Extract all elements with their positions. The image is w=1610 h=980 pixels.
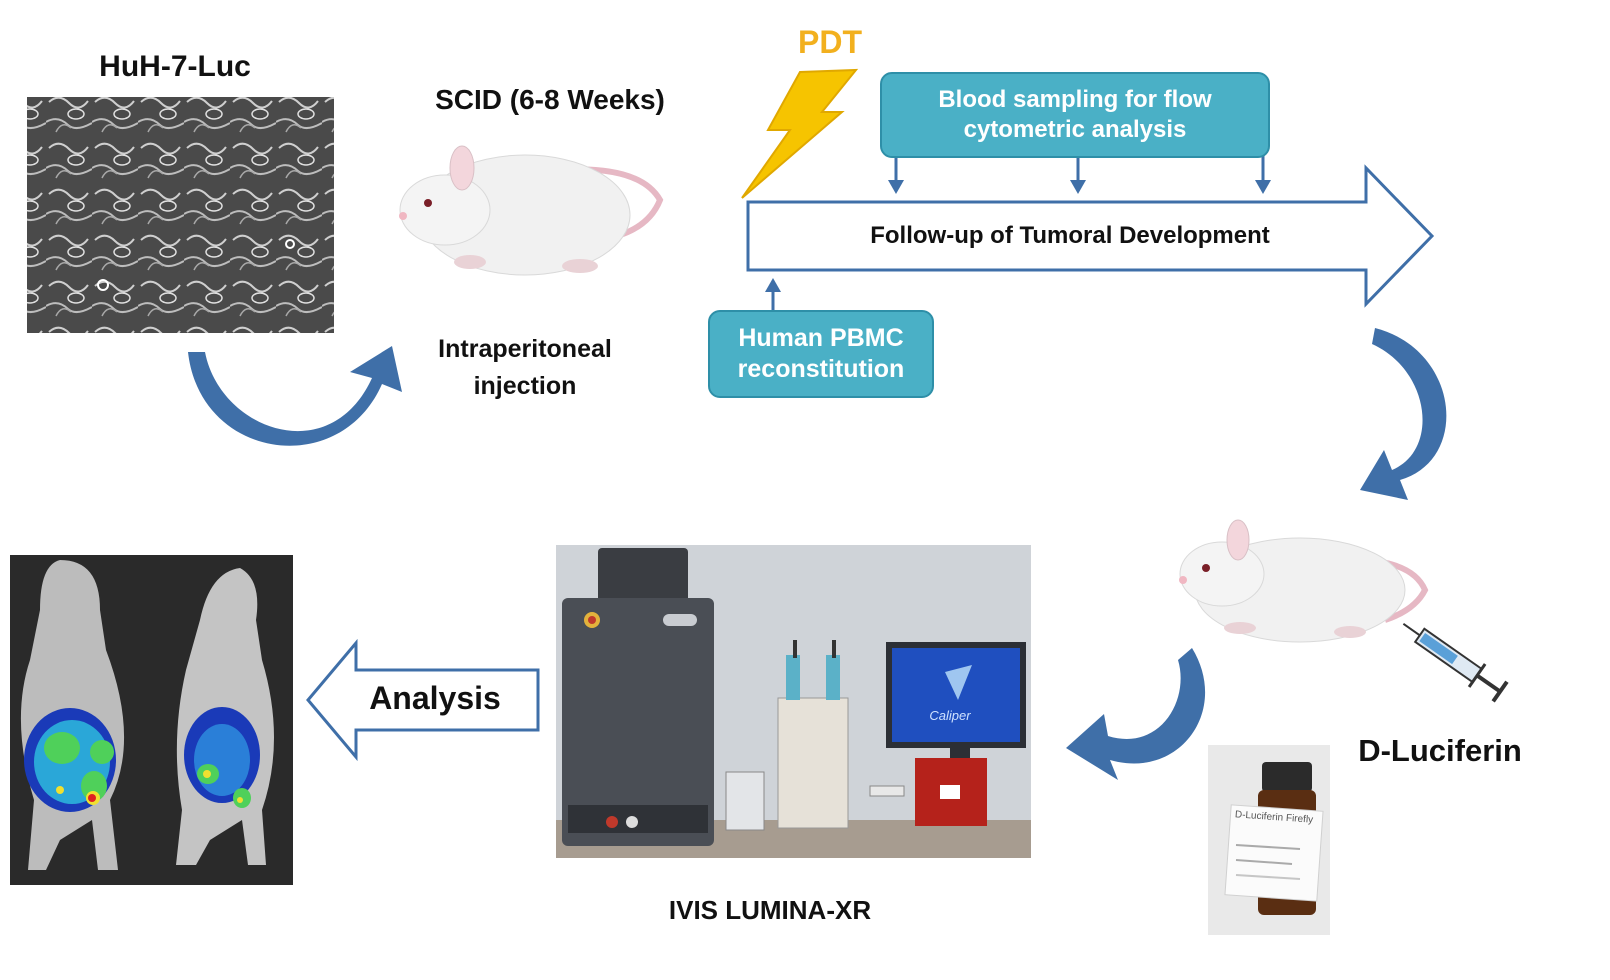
cell-culture-image [27,97,334,333]
analysis-label: Analysis [369,680,501,716]
followup-label: Follow-up of Tumoral Development [870,222,1270,249]
injection-label-line1: Intraperitoneal [438,335,612,363]
pbmc-connector [765,278,781,310]
bioluminescence-image [10,555,293,885]
pdt-label: PDT [798,24,862,60]
blood-sampling-line2: cytometric analysis [963,116,1187,143]
curved-arrow-right [1360,328,1447,500]
syringe-icon [1402,623,1509,703]
analysis-arrow [306,638,540,762]
injection-label-line2: injection [473,372,577,400]
followup-arrow [746,164,1435,308]
monitor-brand-text: Caliper [929,708,971,723]
luciferin-mouse-image [1179,519,1429,643]
luciferin-vial-image [1208,745,1330,935]
substrate-label: D-Luciferin [1358,733,1522,768]
mouse-model-label: SCID (6-8 Weeks) [435,84,665,115]
curved-arrow-imaging [1066,648,1206,780]
ivis-instrument-image [556,545,1031,858]
pbmc-line2: reconstitution [737,355,905,383]
imager-label: IVIS LUMINA-XR [668,895,872,925]
lightning-icon [741,68,859,199]
blood-sampling-line1: Blood sampling for flow [938,86,1212,113]
cell-line-label: HuH-7-Luc [99,50,251,83]
scid-mouse-image [399,145,664,276]
pbmc-box: Human PBMC reconstitution [708,310,934,398]
curved-arrow-injection [188,346,402,446]
pbmc-line1: Human PBMC [738,323,904,352]
blood-sampling-box: Blood sampling for flow cytometric analy… [880,72,1270,158]
